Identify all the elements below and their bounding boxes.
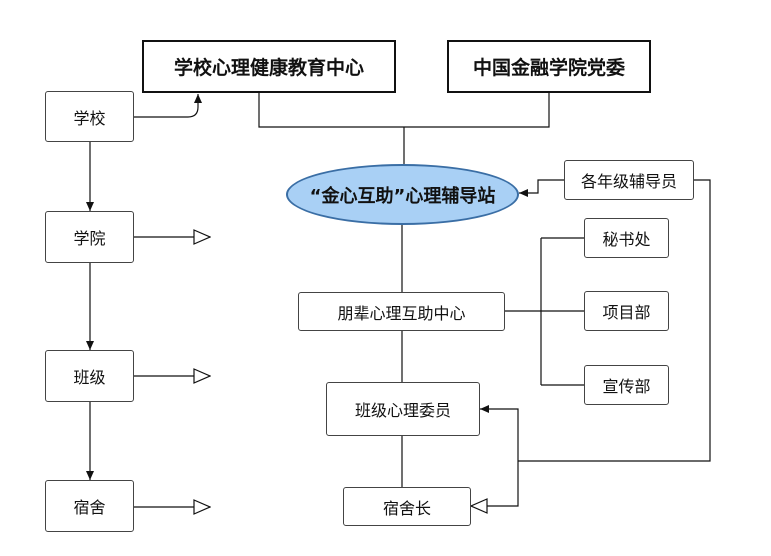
- dorm-head-box: 宿舍长: [343, 487, 471, 526]
- connector-loop-to-committee: [480, 405, 519, 461]
- connector-counselors-loop: [518, 179, 711, 462]
- publicity-dept-box: 宣传部: [584, 365, 669, 405]
- school-center-box: 学校心理健康教育中心: [142, 40, 396, 93]
- connector-peer-to-depts: [505, 237, 584, 386]
- grade-counselors-box: 各年级辅导员: [564, 160, 694, 200]
- counseling-station-ellipse: “金心互助”心理辅导站: [286, 164, 519, 225]
- peer-center-box: 朋辈心理互助中心: [298, 292, 505, 331]
- college-box: 学院: [45, 211, 134, 263]
- connector-counselors-to-station: [519, 179, 564, 197]
- class-box: 班级: [45, 350, 134, 402]
- dorm-box: 宿舍: [45, 480, 134, 532]
- connector-school-to-center: [134, 94, 202, 118]
- class-committee-box: 班级心理委员: [326, 382, 480, 436]
- project-dept-box: 项目部: [584, 291, 669, 331]
- connector-center-to-station: [258, 93, 550, 128]
- school-box: 学校: [45, 91, 134, 142]
- secretariat-box: 秘书处: [584, 218, 669, 258]
- connector-loop-to-dormhead: [471, 461, 519, 506]
- party-committee-box: 中国金融学院党委: [447, 40, 651, 93]
